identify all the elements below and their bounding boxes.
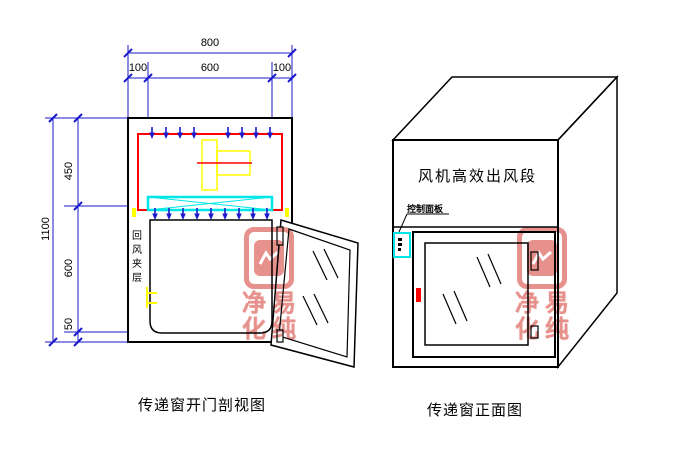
- bird-logo-icon: [527, 240, 557, 276]
- dim-overall-width: 800: [200, 37, 220, 49]
- seal-char: 化: [515, 317, 539, 343]
- seal-frame: [244, 227, 294, 289]
- control-panel-label: 控制面板: [407, 204, 444, 214]
- front-door-frame: [412, 231, 556, 358]
- box-top-face: [391, 76, 619, 141]
- dim-width-right: 100: [272, 62, 292, 74]
- fan-section-label: 风机高效出风段: [417, 169, 537, 185]
- return-air-cavity-label: 回风夹层: [132, 231, 142, 284]
- right-view-front-drawing: [391, 75, 619, 370]
- hepa-filter: [146, 195, 274, 212]
- seal-char: 纯: [272, 317, 296, 343]
- control-panel: [393, 213, 449, 258]
- dim-height-bottom: 50: [63, 317, 75, 331]
- seal-char: 易: [272, 291, 296, 317]
- seal-char: 净: [515, 291, 539, 317]
- blower-unit: [197, 139, 252, 191]
- dim-height-top: 450: [63, 161, 75, 181]
- glass-hatch-marks: [302, 248, 339, 326]
- seal-characters: 净 易 化 纯: [239, 291, 299, 343]
- watermark-stamp-left: 净 易 化 纯: [239, 227, 299, 343]
- seal-char: 易: [545, 291, 569, 317]
- seal-char: 纯: [545, 317, 569, 343]
- dim-overall-height: 1100: [40, 217, 52, 241]
- seal-char: 净: [242, 291, 266, 317]
- interlock-handle: [146, 287, 157, 308]
- right-view-caption: 传递窗正面图: [426, 403, 523, 419]
- inner-chamber: [149, 219, 273, 334]
- seal-characters: 净 易 化 纯: [512, 291, 572, 343]
- dim-height-middle: 600: [63, 258, 75, 278]
- door-hinge-bottom: [530, 325, 539, 339]
- door-handle: [416, 288, 421, 302]
- seal-mark-left: [132, 208, 136, 217]
- glass-hatch-marks: [442, 253, 502, 325]
- bird-logo-icon: [254, 240, 284, 276]
- seal-char: 化: [242, 317, 266, 343]
- seal-mark-right: [285, 208, 289, 217]
- seal-frame: [517, 227, 567, 289]
- watermark-stamp-right: 净 易 化 纯: [512, 227, 572, 343]
- left-view-section-drawing: [45, 45, 359, 368]
- dim-width-left: 100: [128, 62, 148, 74]
- dim-width-center: 600: [200, 62, 220, 74]
- left-dimension-lines: [45, 117, 127, 343]
- top-dimension-lines: [127, 45, 293, 117]
- door-hinge-bottom: [276, 329, 284, 343]
- front-door-glass: [424, 242, 529, 346]
- left-view-caption: 传递窗开门剖视图: [137, 398, 266, 414]
